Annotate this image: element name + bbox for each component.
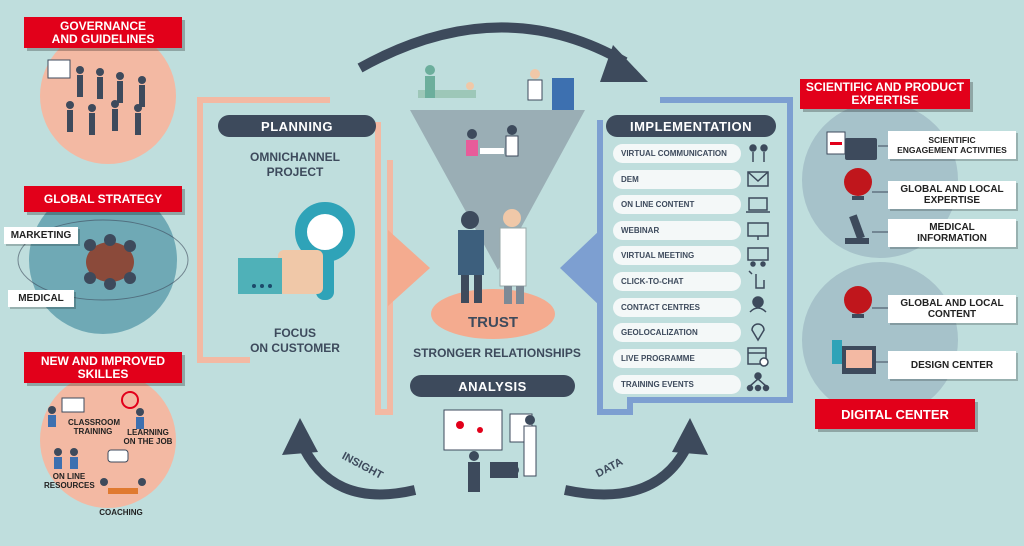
doctor-patient-icon [418, 65, 574, 157]
channel-item: WEBINAR [613, 221, 741, 240]
channel-item: VIRTUAL COMMUNICATION [613, 144, 741, 163]
global-strategy-label: GLOBAL STRATEGY [24, 186, 182, 212]
laptop-icon [746, 197, 770, 213]
implementation-arrow [560, 230, 600, 306]
global-local-expertise-box: GLOBAL AND LOCAL EXPERTISE [888, 181, 1016, 209]
learning-label: LEARNING ON THE JOB [123, 428, 173, 446]
channel-item: LIVE PROGRAMME [613, 349, 741, 368]
briefcase-icon [826, 131, 877, 160]
scientific-expertise-label: SCIENTIFIC AND PRODUCT EXPERTISE [800, 79, 970, 109]
focus-label: FOCUS ON CUSTOMER [250, 326, 340, 355]
analysis-people-icon [443, 409, 537, 492]
network-icon [746, 372, 770, 392]
globe-icon [844, 168, 872, 200]
insight-arc-arrow [295, 437, 417, 500]
omnichannel-label: OMNICHANNEL PROJECT [250, 150, 340, 179]
handshake-icon [458, 209, 527, 304]
skills-label: NEW AND IMPROVED SKILLES [24, 352, 182, 383]
marketing-label: MARKETING [4, 227, 78, 244]
email-icon [747, 171, 769, 187]
implementation-pill: IMPLEMENTATION [606, 115, 776, 137]
classroom-label: CLASSROOM TRAINING [68, 418, 120, 436]
medical-information-box: MEDICAL INFORMATION [888, 219, 1016, 247]
planning-arrow [388, 230, 430, 306]
microscope-icon [845, 214, 869, 244]
headset-icon [749, 296, 767, 313]
planning-bracket [197, 97, 330, 363]
monitor-icon [747, 222, 769, 240]
people-icon [749, 144, 768, 162]
governance-label: GOVERNANCE AND GUIDELINES [24, 17, 182, 48]
global-local-content-box: GLOBAL AND LOCAL CONTENT [888, 295, 1016, 323]
calendar-icon [747, 347, 769, 367]
scientific-engagement-box: SCIENTIFIC ENGAGEMENT ACTIVITIES [888, 131, 1016, 159]
online-resources-label: ON LINE RESOURCES [44, 472, 95, 490]
design-palette-icon [832, 340, 876, 374]
analysis-pill: ANALYSIS [410, 375, 575, 397]
channel-item: GEOLOCALIZATION [613, 323, 741, 342]
planning-pill: PLANNING [218, 115, 376, 137]
channel-item: ON LINE CONTENT [613, 195, 741, 214]
channel-item: CLICK-TO-CHAT [613, 272, 741, 291]
channel-icons [746, 144, 770, 392]
trust-label: TRUST [468, 314, 518, 331]
meeting-icon [747, 247, 769, 267]
channel-item: DEM [613, 170, 741, 189]
globe-icon [844, 286, 872, 318]
digital-circle [802, 262, 958, 418]
medical-label: MEDICAL [8, 290, 74, 307]
top-arc-arrow [357, 22, 628, 73]
implementation-bracket [597, 97, 793, 415]
channel-item: VIRTUAL MEETING [613, 246, 741, 265]
digital-center-label: DIGITAL CENTER [815, 399, 975, 429]
magnifier-hand-icon [238, 202, 355, 300]
stronger-relationships-label: STRONGER RELATIONSHIPS [413, 346, 581, 360]
governance-people-icon [47, 59, 146, 135]
skills-people-icon [48, 391, 146, 494]
click-icon [748, 270, 765, 289]
funnel-shape [410, 110, 585, 270]
channel-item: TRAINING EVENTS [613, 375, 741, 394]
channel-item: CONTACT CENTRES [613, 298, 741, 317]
design-center-box: DESIGN CENTER [888, 351, 1016, 379]
data-arc-arrow [563, 437, 695, 500]
pin-icon [751, 323, 765, 342]
governance-circle [40, 28, 176, 164]
meeting-table-icon [84, 234, 136, 290]
coaching-label: COACHING [99, 508, 143, 517]
